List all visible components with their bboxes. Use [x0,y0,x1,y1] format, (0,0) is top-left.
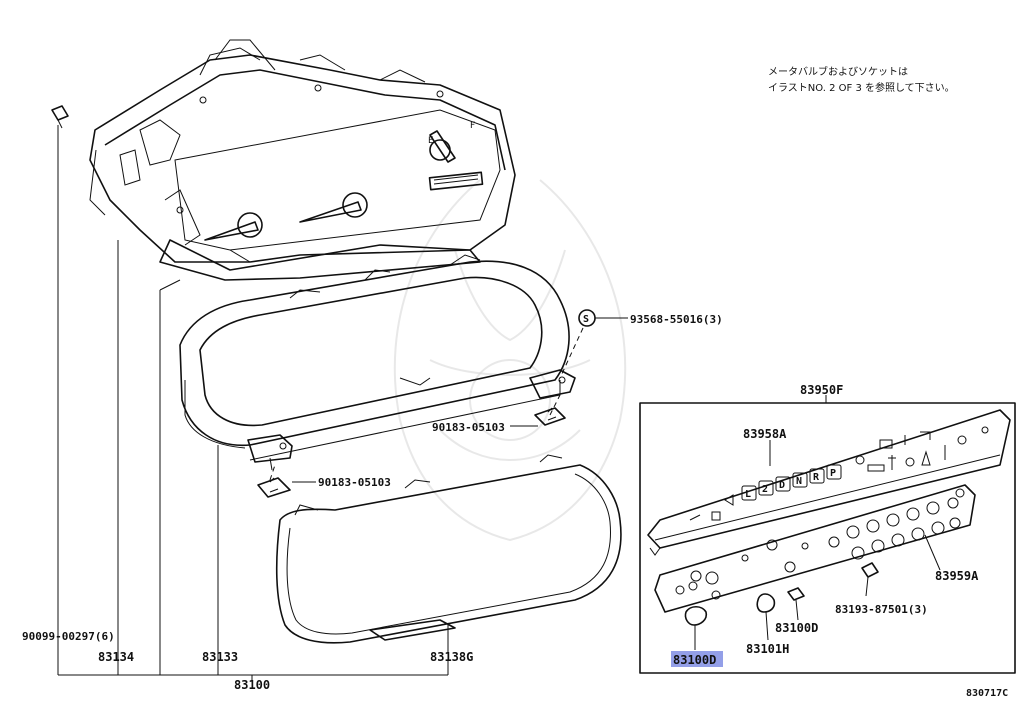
clip-90183-upper [534,407,566,426]
label-83134: 83134 [98,650,134,664]
label-90183-lower: 90183-05103 [318,476,391,489]
label-83958A: 83958A [743,427,787,441]
gear-D: D [779,480,785,491]
label-83101H: 83101H [746,642,789,656]
printed-circuit-83958A: L 2 D N R P [647,409,1011,556]
highlight-83100D[interactable] [671,651,723,667]
socket-83100D-left [684,605,708,650]
label-83138G: 83138G [430,650,473,664]
warning-symbols [689,426,989,521]
label-83100D-right: 83100D [775,621,818,635]
subassembly-box-83950F: L 2 D N R P [639,395,1016,674]
label-83133: 83133 [202,650,238,664]
label-83959A: 83959A [935,569,979,583]
meter-case-83134: E F [89,39,516,281]
bulb-holes [675,488,965,600]
screw-83193-87501 [861,562,879,597]
labels: メータバルブおよびソケットは イラストNO. 2 OF 3 を参照して下さい。 … [22,65,1008,699]
label-83950F: 83950F [800,383,843,397]
bulb-83100D-right [787,587,805,621]
label-90183-upper: 90183-05103 [432,421,505,434]
gear-L: L [745,489,751,500]
gear-R: R [813,472,820,483]
gear-2: 2 [762,484,768,495]
meter-frame-83133 [179,254,576,471]
svg-text:F: F [470,121,475,131]
socket-83101H [756,593,776,641]
diagram-reference: 830717C [966,688,1008,699]
leader-lines [57,125,628,680]
label-83100D-highlighted: 83100D [673,653,716,667]
label-83193-87501: 83193-87501(3) [835,603,928,616]
clip-90183-lower [257,477,291,498]
label-93568-55016: 93568-55016(3) [630,313,723,326]
label-83100: 83100 [234,678,270,692]
label-90099-00297: 90099-00297(6) [22,630,115,643]
svg-text:E: E [428,136,434,146]
meter-glass-83138G [275,454,622,644]
screw-90099-00297 [51,105,69,129]
gear-N: N [796,476,802,487]
plate-83959A [654,484,976,613]
gear-P: P [830,468,836,479]
gear-indicator-row: L 2 D N R P [741,464,842,501]
watermark-crest [393,179,627,542]
note-line-2: イラストNO. 2 OF 3 を参照して下さい。 [768,81,955,94]
s-symbol: S [583,314,589,325]
note-line-1: メータバルブおよびソケットは [768,65,908,78]
